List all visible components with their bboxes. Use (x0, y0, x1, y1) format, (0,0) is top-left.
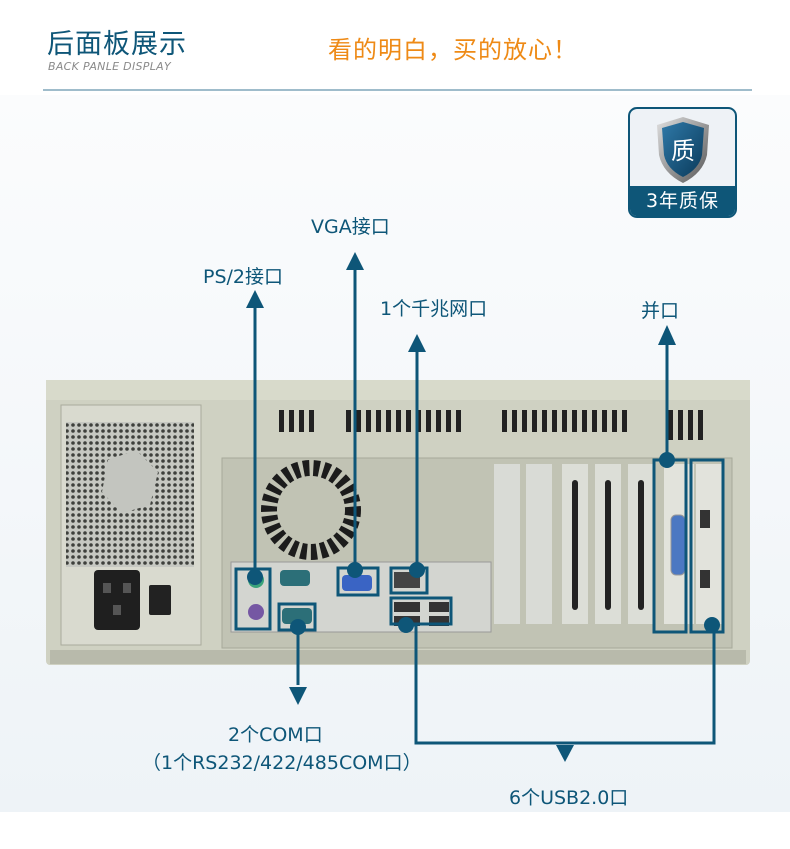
label-parallel: 并口 (641, 300, 680, 322)
shield-icon: 质 (657, 117, 709, 183)
label-ps2: PS/2接口 (203, 266, 284, 288)
fan-grill (261, 460, 361, 560)
power-supply (60, 404, 202, 646)
page-subtitle: BACK PANLE DISPLAY (48, 60, 171, 73)
header-divider (43, 89, 752, 91)
label-usb: 6个USB2.0口 (509, 787, 629, 809)
label-com-detail: （1个RS232/422/485COM口） (142, 752, 422, 774)
slogan: 看的明白，买的放心！ (328, 36, 578, 64)
label-lan: 1个千兆网口 (380, 298, 488, 320)
page-title: 后面板展示 (47, 29, 187, 60)
label-com: 2个COM口 (228, 724, 323, 746)
label-vga: VGA接口 (311, 216, 390, 238)
svg-text:质: 质 (671, 137, 695, 165)
warranty-label: 3年质保 (630, 186, 735, 216)
warranty-badge: 质 3年质保 (628, 107, 737, 218)
chassis-back-panel (46, 380, 750, 665)
